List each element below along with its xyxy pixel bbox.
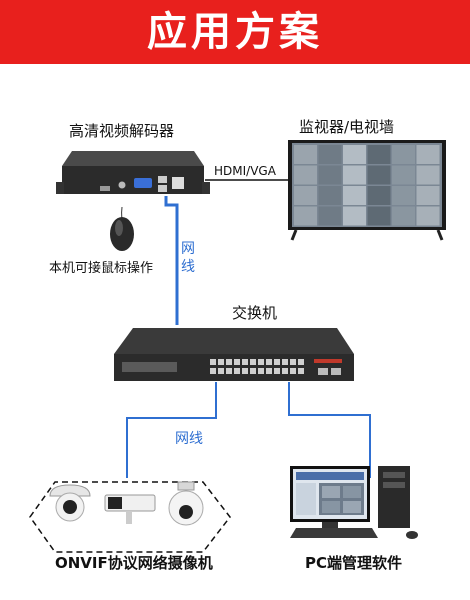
- monitor-tile: [367, 206, 391, 226]
- switch-port: [250, 368, 256, 374]
- monitor-tile: [392, 145, 415, 164]
- monitor-tile: [416, 206, 440, 226]
- monitor-tile: [367, 145, 391, 164]
- switch-port: [266, 359, 272, 365]
- switch-to-camera-line: [126, 382, 217, 478]
- monitor-grid: [294, 145, 440, 226]
- cable-upper-label: 网线: [181, 241, 195, 275]
- switch-port: [226, 368, 232, 374]
- switch-port: [290, 368, 296, 374]
- switch-port: [298, 368, 304, 374]
- switch-port: [274, 368, 280, 374]
- switch-port: [298, 359, 304, 365]
- monitor-tile: [318, 165, 342, 185]
- switch-port: [218, 359, 224, 365]
- decoder-box-icon: [56, 151, 210, 194]
- cable-lower-label: 网线: [175, 431, 203, 447]
- monitor-tile: [343, 206, 366, 226]
- monitor-tile: [294, 206, 317, 226]
- monitor-tile: [392, 165, 415, 185]
- hdmi-vga-label: HDMI/VGA: [214, 164, 276, 178]
- switch-port: [290, 359, 296, 365]
- switch-port: [274, 359, 280, 365]
- switch-port: [242, 359, 248, 365]
- monitor-label: 监视器/电视墙: [299, 118, 395, 136]
- title-banner: 应用方案: [0, 0, 470, 64]
- cameras-label: ONVIF协议网络摄像机: [55, 554, 213, 572]
- switch-port: [242, 368, 248, 374]
- monitor-tile: [416, 186, 440, 205]
- switch-port: [266, 368, 272, 374]
- switch-port: [282, 368, 288, 374]
- camera-group: [29, 481, 231, 553]
- switch-port: [250, 359, 256, 365]
- monitor-tile: [343, 145, 366, 164]
- switch-to-pc-line: [288, 382, 371, 478]
- mouse-icon: [110, 206, 134, 251]
- pc-icon: [290, 466, 418, 539]
- switch-label: 交换机: [232, 304, 278, 322]
- monitor-tile: [294, 145, 317, 164]
- monitor-tile: [416, 165, 440, 185]
- ptz-camera-icon: [168, 481, 204, 526]
- switch-port: [234, 368, 240, 374]
- switch-port: [210, 368, 216, 374]
- monitor-tile: [416, 145, 440, 164]
- network-switch-icon: [114, 328, 354, 381]
- decoder-to-switch-line: [164, 196, 179, 325]
- dome-camera-icon: [49, 484, 91, 522]
- monitor-tile: [367, 165, 391, 185]
- switch-port: [210, 359, 216, 365]
- mouse-label: 本机可接鼠标操作: [49, 261, 154, 276]
- monitor-tile: [294, 186, 317, 205]
- monitor-tile: [343, 186, 366, 205]
- monitor-tile: [392, 206, 415, 226]
- switch-port: [258, 368, 264, 374]
- switch-port: [218, 368, 224, 374]
- switch-port: [234, 359, 240, 365]
- monitor-tile: [392, 186, 415, 205]
- bullet-camera-icon: [104, 494, 156, 524]
- monitor-tile: [318, 186, 342, 205]
- monitor-tile: [318, 145, 342, 164]
- monitor-tile: [367, 186, 391, 205]
- switch-ports: [210, 359, 304, 374]
- pc-label: PC端管理软件: [305, 554, 403, 572]
- switch-port: [226, 359, 232, 365]
- decoder-label: 高清视频解码器: [69, 122, 175, 140]
- switch-port: [258, 359, 264, 365]
- monitor-wall-icon: [288, 140, 446, 241]
- switch-port: [282, 359, 288, 365]
- monitor-tile: [294, 165, 317, 185]
- monitor-tile: [318, 206, 342, 226]
- page-title: 应用方案: [147, 9, 323, 55]
- connection-lines: [126, 179, 371, 478]
- monitor-tile: [343, 165, 366, 185]
